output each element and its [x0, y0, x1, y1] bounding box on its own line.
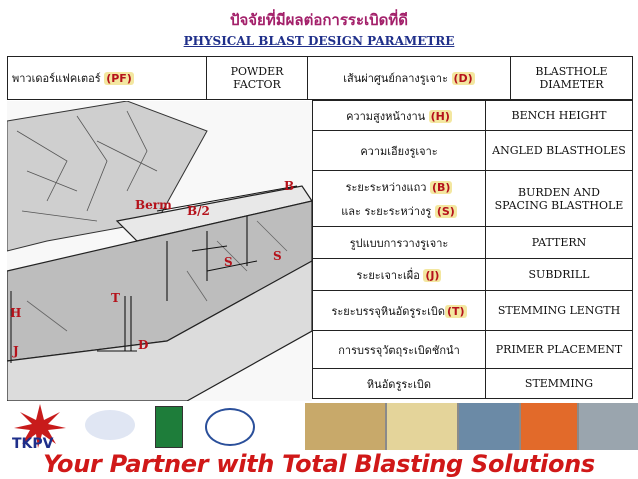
page-subtitle: PHYSICAL BLAST DESIGN PARAMETRE	[183, 34, 455, 48]
label-J: J	[13, 344, 19, 358]
product-photo-1	[305, 403, 385, 450]
product-photo-2	[387, 403, 457, 450]
powder-factor-th-cell: พาวเดอร์แฟคเตอร์ (PF)	[7, 56, 207, 100]
bench-diagram: B B/2 Berm S S T H J D	[6, 100, 313, 402]
product-photo-4	[521, 403, 577, 450]
logo-strip: TKPV	[10, 402, 300, 452]
label-T: T	[111, 291, 120, 305]
diameter-abbr: (D)	[451, 72, 475, 85]
param-row-th: รูปแบบการวางรูเจาะ	[312, 226, 486, 259]
diameter-th-cell: เส้นผ่าศูนย์กลางรูเจาะ (D)	[307, 56, 511, 100]
parameter-table: ความสูงหน้างาน (H) BENCH HEIGHT ความเอีย…	[312, 100, 633, 399]
product-photo-5	[579, 403, 638, 450]
param-row-en: PRIMER PLACEMENT	[485, 330, 633, 369]
param-row-en: BURDEN AND SPACING BLASTHOLE	[485, 170, 633, 227]
top-parameter-row: พาวเดอร์แฟคเตอร์ (PF) POWDER FACTOR เส้น…	[7, 56, 633, 100]
page-title: ปัจจัยที่มีผลต่อการระเบิดที่ดี	[229, 11, 409, 29]
slogan: Your Partner with Total Blasting Solutio…	[43, 450, 595, 478]
partner-logo-3-icon	[205, 408, 255, 446]
tkpv-logo-text: TKPV	[12, 436, 54, 452]
param-row-th: การบรรจุวัตถุระเบิดชักนำ	[312, 330, 486, 369]
param-row-en: SUBDRILL	[485, 258, 633, 291]
param-row-en: BENCH HEIGHT	[485, 100, 633, 131]
label-D: D	[138, 338, 149, 352]
label-berm: Berm	[135, 198, 172, 212]
param-row-th: ระยะระหว่างแถว (B) และ ระยะระหว่างรู (S)	[312, 170, 486, 227]
diameter-en-cell: BLASTHOLE DIAMETER	[510, 56, 633, 100]
partner-logo-2-icon	[155, 406, 183, 448]
param-row-en: ANGLED BLASTHOLES	[485, 130, 633, 171]
label-S-2: S	[273, 249, 282, 263]
bench-drawing	[6, 100, 313, 402]
label-B: B	[284, 179, 295, 193]
powder-factor-en-cell: POWDER FACTOR	[206, 56, 308, 100]
param-row-th: ความสูงหน้างาน (H)	[312, 100, 486, 131]
param-row-en: STEMMING LENGTH	[485, 290, 633, 331]
param-row-th: ระยะเจาะเผื่อ (J)	[312, 258, 486, 291]
param-row-th: ความเอียงรูเจาะ	[312, 130, 486, 171]
partner-logo-1-icon	[85, 410, 135, 440]
tkpv-logo-icon	[14, 404, 66, 448]
param-row-en: PATTERN	[485, 226, 633, 259]
label-H: H	[10, 306, 22, 320]
powder-factor-abbr: (PF)	[104, 72, 134, 85]
label-B2: B/2	[187, 204, 210, 218]
product-photo-strip	[305, 403, 638, 450]
product-photo-3	[459, 403, 519, 450]
label-S-1: S	[224, 255, 233, 269]
param-row-th: ระยะบรรจุหินอัดรูระเบิด(T)	[312, 290, 486, 331]
param-row-en: STEMMING	[485, 368, 633, 399]
param-row-th: หินอัดรูระเบิด	[312, 368, 486, 399]
